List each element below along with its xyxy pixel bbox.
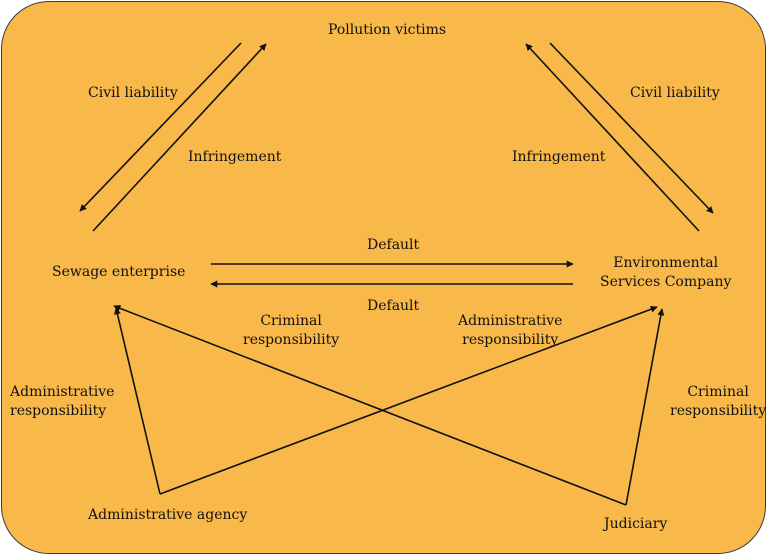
edge-label-criminal-responsibility-right: Criminal responsibility: [670, 384, 767, 419]
arrow-admin-agency-to-env-company: [159, 305, 658, 495]
node-judiciary: Judiciary: [604, 516, 668, 532]
edge-label-infringement-left: Infringement: [188, 149, 282, 165]
node-environmental-services-company: Environmental Services Company: [600, 255, 732, 290]
node-administrative-agency: Administrative agency: [88, 507, 248, 523]
edge-label-civil-liability-left: Civil liability: [88, 85, 178, 101]
arrow-judiciary-to-sewage: [113, 305, 627, 506]
edge-label-default-bottom: Default: [367, 298, 420, 314]
arrow-civil-liability-left: [79, 42, 242, 212]
edge-label-administrative-responsibility-left: Administrative responsibility: [10, 384, 115, 419]
node-sewage-enterprise: Sewage enterprise: [52, 264, 186, 280]
edge-label-infringement-right: Infringement: [512, 149, 606, 165]
edge-label-default-top: Default: [367, 237, 420, 253]
arrow-judiciary-to-env-company: [625, 308, 665, 506]
node-pollution-victims: Pollution victims: [328, 22, 447, 38]
edge-label-civil-liability-right: Civil liability: [630, 85, 720, 101]
arrow-infringement-right: [549, 42, 714, 214]
arrow-admin-agency-to-sewage: [114, 307, 161, 495]
arrow-infringement-left: [92, 43, 267, 232]
edge-label-administrative-responsibility-center: Administrative responsibility: [458, 313, 563, 348]
arrow-civil-liability-right: [525, 43, 700, 232]
edge-label-criminal-responsibility-center: Criminal responsibility: [243, 313, 340, 348]
